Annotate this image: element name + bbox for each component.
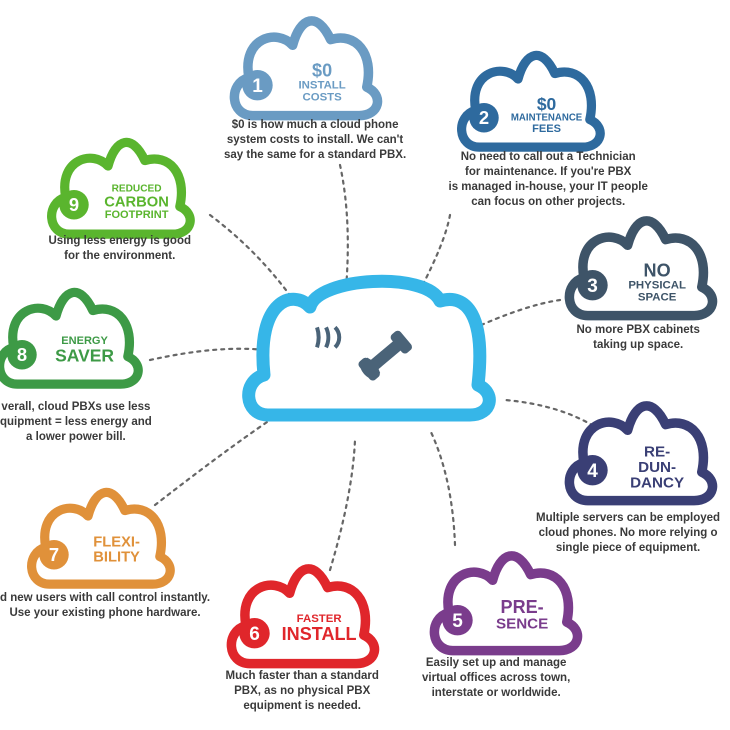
number-label: 6 xyxy=(249,624,260,645)
cloud-title-line: $0 xyxy=(312,60,332,80)
cloud-title-line: FLEXI- xyxy=(93,535,140,551)
number-badge xyxy=(242,70,273,101)
cloud-title-line: $0 xyxy=(537,94,556,114)
cloud-title-line: SENCE xyxy=(496,616,548,633)
cloud-title-line: FOOTPRINT xyxy=(105,209,169,221)
description-line: equipment is needed. xyxy=(243,700,361,712)
connector-line xyxy=(148,347,267,362)
cloud-title-line: SAVER xyxy=(55,345,114,365)
connector-line xyxy=(428,428,457,547)
description-line: verall, cloud PBXs use less xyxy=(1,401,151,413)
description-line: Easily set up and manage xyxy=(425,657,567,669)
description-line: say the same for a standard PBX. xyxy=(224,149,407,161)
description-line: system costs to install. We can't xyxy=(226,134,404,146)
number-badge xyxy=(39,540,69,570)
number-badge xyxy=(239,618,270,649)
number-label: 1 xyxy=(252,76,263,97)
description-line: taking up space. xyxy=(593,339,684,351)
connector-line xyxy=(328,438,357,572)
cloud-title-line: FASTER xyxy=(297,613,342,625)
benefit-description-9: Using less energy is good for the environ… xyxy=(49,234,192,264)
number-badge xyxy=(577,270,608,301)
cloud-title-line: CARBON xyxy=(104,194,169,210)
benefit-clouds: 1$0INSTALLCOSTS2$0MAINTENANCEFEES3NOPHYS… xyxy=(0,16,718,669)
cloud-title-line: DANCY xyxy=(630,475,684,492)
cloud-title-line: MAINTENANCE xyxy=(511,112,583,123)
cloud-title-line: DUN- xyxy=(638,459,676,476)
cloud-title-line: FEES xyxy=(532,123,561,135)
benefit-cloud-7: 7 FLEXI-BILITY xyxy=(27,487,175,589)
cloud-title-line: ENERGY xyxy=(61,335,108,347)
number-label: 3 xyxy=(587,276,598,297)
number-badge xyxy=(7,340,37,370)
benefit-description-3: No more PBX cabinets taking up space. xyxy=(577,323,700,353)
number-badge xyxy=(442,605,473,636)
cloud-title-line: COSTS xyxy=(302,92,342,104)
cloud-outline xyxy=(457,50,605,152)
description-line: for the environment. xyxy=(64,250,176,262)
description-line: PBX, as no physical PBX xyxy=(234,685,371,697)
connector-line xyxy=(153,418,272,507)
number-badge xyxy=(577,455,608,486)
description-line: for maintenance. If you're PBX xyxy=(465,166,632,178)
description-line: Multiple servers can be employed xyxy=(536,512,721,524)
number-label: 5 xyxy=(452,611,463,632)
benefit-description-1: $0 is how much a cloud phone system costs… xyxy=(224,118,406,163)
description-line: virtual offices across town, xyxy=(422,672,571,684)
connector-line xyxy=(418,213,452,292)
number-label: 7 xyxy=(49,544,59,565)
benefit-description-8: verall, cloud PBXs use less quipment = le… xyxy=(0,400,152,445)
description-line: Much faster than a standard xyxy=(225,670,379,682)
central-cloud xyxy=(242,274,496,422)
description-line: quipment = less energy and xyxy=(0,416,152,428)
number-label: 4 xyxy=(587,461,598,482)
cloud-title-line: SPACE xyxy=(638,292,677,304)
description-line: interstate or worldwide. xyxy=(431,687,561,699)
cloud-title-line: RE- xyxy=(644,444,670,461)
number-badge xyxy=(59,190,89,220)
description-line: cloud phones. No more relying o xyxy=(538,527,718,539)
description-line: d new users with call control instantly. xyxy=(0,592,211,604)
description-line: can focus on other projects. xyxy=(471,196,626,208)
benefit-description-7: d new users with call control instantly.… xyxy=(0,591,210,621)
connector-line xyxy=(503,398,602,432)
benefit-cloud-5: 5 PRE-SENCE xyxy=(429,551,583,656)
number-label: 9 xyxy=(69,194,79,215)
number-label: 2 xyxy=(479,107,489,128)
cloud-title-line: PRE- xyxy=(501,597,544,617)
cloud-title-line: INSTALL xyxy=(298,80,345,92)
description-line: single piece of equipment. xyxy=(555,542,701,554)
cloud-title-line: INSTALL xyxy=(282,624,357,644)
cloud-title-line: BILITY xyxy=(93,550,140,566)
description-line: Using less energy is good xyxy=(48,235,192,247)
cloud-title-line: REDUCED xyxy=(112,183,162,194)
number-badge xyxy=(469,103,499,133)
central-cloud-outline xyxy=(242,274,496,422)
benefit-cloud-4: 4 RE-DUN-DANCY xyxy=(564,401,718,506)
number-label: 8 xyxy=(17,344,27,365)
connector-line xyxy=(468,298,562,332)
description-line: Use your existing phone hardware. xyxy=(9,607,201,619)
phone-icon xyxy=(358,330,412,381)
cloud-title-line: NO xyxy=(644,260,671,280)
description-line: $0 is how much a cloud phone xyxy=(231,119,399,131)
description-line: a lower power bill. xyxy=(26,431,126,443)
cloud-title-line: PHYSICAL xyxy=(628,280,686,292)
description-line: No need to call out a Technician xyxy=(460,151,636,163)
benefit-description-5: Easily set up and manage virtual offices … xyxy=(422,656,570,701)
benefit-description-4: Multiple servers can be employed cloud ph… xyxy=(536,511,720,556)
description-line: is managed in-house, your IT people xyxy=(448,181,648,193)
description-line: No more PBX cabinets xyxy=(576,324,700,336)
benefit-description-2: No need to call out a Technician for main… xyxy=(449,150,648,210)
